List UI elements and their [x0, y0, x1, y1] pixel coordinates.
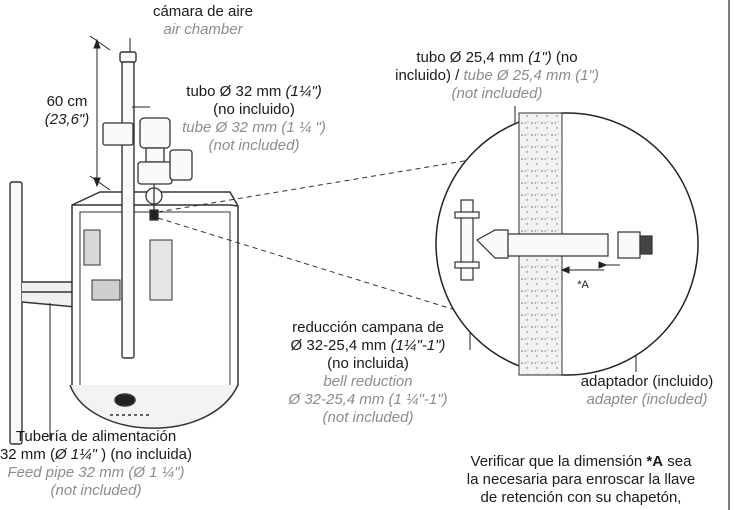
reduction-en-note: (not included): [322, 409, 414, 426]
adapter-label: adaptador (incluido) adapter (included): [567, 373, 727, 409]
pipe-25-inch: (1"): [528, 49, 552, 66]
height-dimension-label: 60 cm (23,6"): [38, 93, 96, 129]
detail-circle: [435, 112, 699, 376]
height-cm: 60 cm: [46, 93, 88, 110]
supply-pipe-label: Tubería de alimentación 32 mm (Ø 1¼" ) (…: [0, 428, 212, 500]
air-chamber-label: cámara de aire air chamber: [133, 3, 273, 39]
pipe-25-en: tube Ø 25,4 mm (1"): [463, 67, 599, 84]
dimension-a-label: *A: [568, 276, 598, 294]
dimension-a-text: *A: [577, 279, 589, 291]
air-chamber-en: air chamber: [163, 21, 243, 38]
valve-assembly: [102, 117, 193, 221]
note-text: Verificar que la dimensión *A sea la nec…: [446, 453, 716, 507]
reduction-es-2: Ø 32-25,4 mm: [290, 337, 391, 354]
supply-es-2c: ) (no incluida): [96, 446, 193, 463]
note-3: de retención con su chapetón,: [480, 489, 682, 506]
adapter-en: adapter (included): [586, 391, 708, 408]
pipe-32-label: tubo Ø 32 mm (1¼") (no incluido) tube Ø …: [154, 83, 354, 155]
bell-reduction-label: reducción campana de Ø 32-25,4 mm (1¼"-1…: [253, 319, 483, 427]
pipe-32-en-note: (not included): [208, 137, 300, 154]
pipe-25-es-line2: incluido) /: [395, 67, 464, 84]
pipe-32-es: tubo Ø 32 mm: [186, 83, 286, 100]
flush-tank: [69, 191, 239, 429]
adapter-es: adaptador (incluido): [580, 373, 714, 390]
reduction-es-1: reducción campana de: [292, 319, 444, 336]
note-1a: Verificar que la dimensión: [470, 453, 647, 470]
pipe-32-es-note: (no incluido): [213, 101, 295, 118]
supply-es-1: Tubería de alimentación: [15, 428, 177, 445]
supply-en-1: Feed pipe 32 mm (Ø 1 ¼"): [7, 464, 185, 481]
pipe-25-en-note: (not included): [451, 85, 543, 102]
pipe-25-es: tubo Ø 25,4 mm: [416, 49, 529, 66]
pipe-32-en: tube Ø 32 mm (1 ¼ "): [182, 119, 326, 136]
pipe-25-label: tubo Ø 25,4 mm (1") (no incluido) / tube…: [372, 49, 622, 103]
reduction-en-2: Ø 32-25,4 mm (1 ¼"-1"): [288, 391, 448, 408]
reduction-inch: (1¼"-1"): [390, 337, 446, 354]
supply-es-2b: Ø 1¼": [54, 446, 97, 463]
reduction-es-note: (no incluida): [327, 355, 409, 372]
height-inch: (23,6"): [44, 111, 90, 128]
pipe-25-tail: (no: [551, 49, 578, 66]
air-chamber-es: cámara de aire: [152, 3, 254, 20]
supply-es-2a: 32 mm (: [0, 446, 55, 463]
supply-en-note: (not included): [50, 482, 142, 499]
air-chamber-pipe: [119, 51, 137, 359]
pipe-32-inch: (1¼"): [285, 83, 322, 100]
reduction-en-1: bell reduction: [323, 373, 413, 390]
height-dimension-line: [89, 35, 111, 191]
note-1c: sea: [663, 453, 692, 470]
note-2: la necesaria para enroscar la llave: [466, 471, 696, 488]
note-1b: *A: [646, 453, 664, 470]
